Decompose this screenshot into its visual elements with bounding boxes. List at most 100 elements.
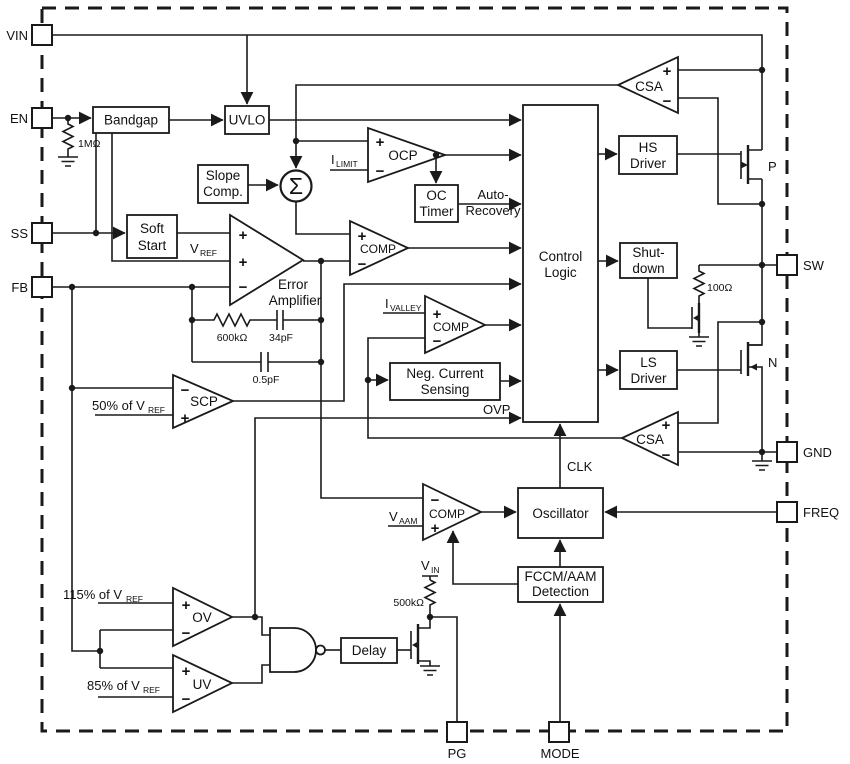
scp-minus: − (181, 382, 190, 399)
ground-gnd (752, 460, 772, 471)
pin-freq (776, 501, 798, 523)
label-auto-2: Recovery (466, 203, 521, 218)
shutdown-fet (691, 303, 701, 333)
cap-05pf (260, 352, 269, 372)
label-ls-2: Driver (631, 371, 668, 386)
junction-dots (64, 66, 766, 655)
ea-minus: − (239, 279, 248, 296)
ov-minus: − (182, 625, 191, 642)
label-ilimit: I (331, 152, 335, 167)
wire-vin-rail (52, 34, 763, 150)
label-vaam: V (389, 509, 398, 524)
pin-sw (776, 254, 798, 276)
csab-plus: + (662, 417, 671, 434)
sdfet-arrow (693, 314, 699, 322)
block-neg-current (389, 362, 501, 401)
ea-plus1: + (239, 227, 248, 244)
block-uvlo (224, 105, 270, 135)
wire-vref (111, 133, 230, 262)
amp-error (229, 213, 305, 307)
block-fccm (517, 566, 604, 603)
amp-csa-top (615, 55, 679, 115)
label-ilimit-sub: LIMIT (336, 159, 358, 169)
label-hs-1: HS (639, 140, 658, 155)
label-bandgap: Bandgap (104, 113, 158, 128)
amp-aam-comp (422, 482, 484, 542)
label-fccm-2: Detection (532, 584, 589, 599)
wire-csab-plus (678, 321, 762, 424)
wire-fb-down (71, 287, 100, 652)
wire-vin-int (422, 575, 438, 580)
label-neg-2: Sensing (421, 382, 470, 397)
wire-sum-comp (295, 201, 350, 235)
label-ref115: 115% of V (63, 587, 122, 602)
label-vin-int-sub: IN (431, 565, 440, 575)
label-clk: CLK (567, 459, 593, 474)
resistor-1m (61, 118, 75, 157)
nand-gate (269, 627, 326, 673)
ic-boundary (40, 6, 789, 733)
label-scp: SCP (190, 394, 218, 409)
wire-sd-gate (647, 278, 692, 329)
pin-label-mode: MODE (541, 746, 580, 761)
pfet-stubs (748, 149, 762, 180)
wire-pgfet-source (418, 660, 431, 666)
wire-csat-minus (678, 97, 762, 205)
nand-body (269, 627, 317, 673)
amp-uv (172, 653, 235, 714)
block-hs-driver (618, 135, 678, 175)
label-csa-bottom: CSA (636, 432, 664, 447)
value-r-pg: 500kΩ (393, 597, 424, 609)
label-ovp: OVP (483, 402, 510, 417)
nand-bubble (315, 644, 326, 656)
block-bandgap (92, 106, 170, 134)
block-oscillator (517, 487, 604, 539)
value-c-comp2: 0.5pF (253, 374, 280, 386)
amp-valley-comp (424, 294, 488, 355)
ground-pgfet (420, 665, 440, 676)
summing-junction (279, 169, 313, 203)
scp-plus: + (181, 410, 190, 427)
pwm-minus: − (358, 256, 367, 273)
summing-sigma: Σ (289, 173, 303, 199)
label-ref85: 85% of V (87, 678, 140, 693)
label-neg-1: Neg. Current (406, 366, 484, 381)
label-sd-2: down (632, 261, 664, 276)
amp-csa-bottom (619, 410, 679, 467)
block-delay (340, 637, 398, 664)
label-control-1: Control (539, 249, 583, 264)
ocp-plus: + (376, 134, 385, 151)
label-vin-int: V (421, 558, 430, 573)
value-c-comp: 34pF (269, 332, 293, 344)
aam-minus: − (431, 492, 440, 509)
wire-ovp (254, 411, 522, 617)
label-pfet: P (768, 159, 777, 174)
label-fccm-1: FCCM/AAM (525, 569, 597, 584)
resistor-100 (692, 265, 706, 303)
wire-ea-down (320, 261, 423, 499)
label-ref50-sub: REF (148, 405, 165, 415)
ocp-minus: − (376, 163, 385, 180)
pgfet-arrow (412, 641, 418, 649)
label-ov: OV (192, 610, 212, 625)
block-oc-timer (414, 184, 459, 223)
pin-label-pg: PG (448, 746, 467, 761)
csab-minus: − (662, 447, 671, 464)
label-sd-1: Shut- (632, 245, 664, 260)
label-auto-1: Auto- (477, 187, 508, 202)
block-soft-start (126, 214, 178, 259)
label-valley-comp: COMP (433, 320, 469, 334)
resistor-600k (192, 312, 277, 328)
pfet-symbol (740, 145, 762, 184)
label-vref-sub: REF (200, 248, 217, 258)
pin-gnd (776, 441, 798, 463)
label-vaam-sub: AAM (399, 516, 417, 526)
uv-plus: + (182, 663, 191, 680)
ov-plus: + (182, 597, 191, 614)
wire-uv-nand (232, 664, 270, 684)
label-nfet: N (768, 355, 777, 370)
valley-plus: + (433, 306, 442, 323)
ground-symbols (58, 156, 772, 676)
